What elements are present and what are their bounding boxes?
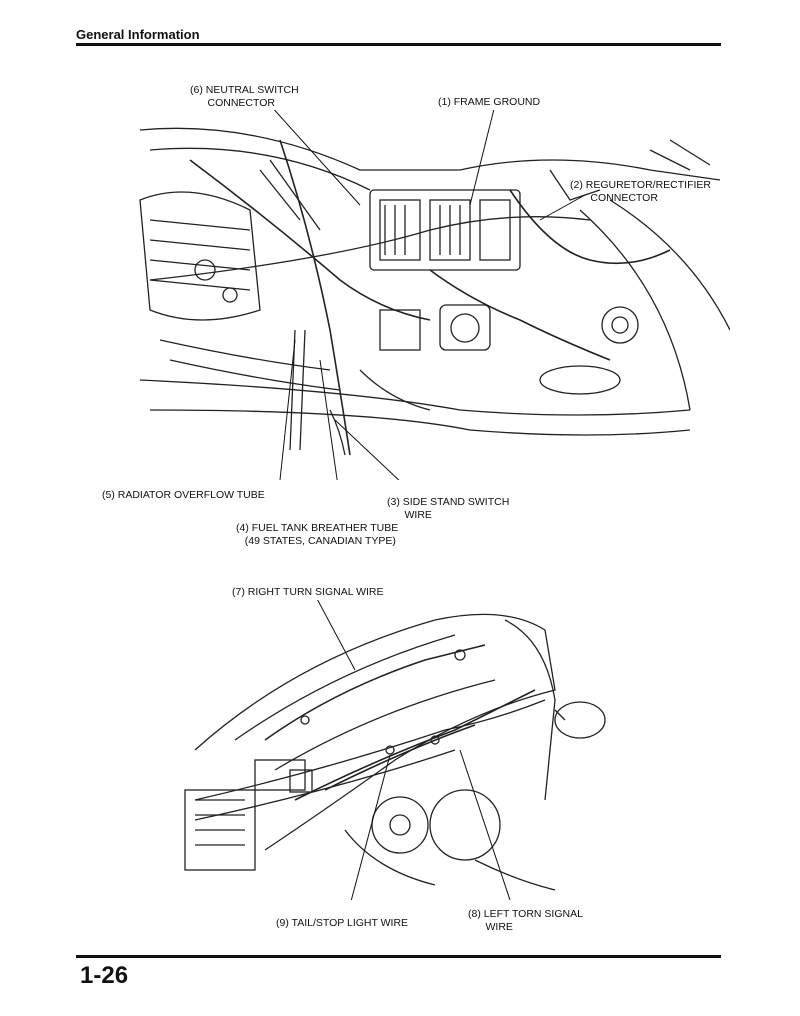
label-fuel-tank-breather-tube: (4) FUEL TANK BREATHER TUBE (49 STATES, … bbox=[236, 522, 399, 547]
label-frame-ground: (1) FRAME GROUND bbox=[438, 96, 541, 108]
label-right-turn-signal-wire: (7) RIGHT TURN SIGNAL WIRE bbox=[232, 586, 384, 598]
wiring-routing-diagram-bottom bbox=[175, 600, 625, 900]
engine-frame-illustration bbox=[139, 110, 730, 480]
page-number: 1-26 bbox=[80, 962, 129, 989]
footer-rule bbox=[76, 955, 721, 958]
label-regulator-rectifier-connector: (2) REGURETOR/RECTIFIER CONNECTOR bbox=[570, 179, 711, 204]
rear-frame-illustration bbox=[184, 600, 606, 900]
wiring-routing-diagram-top bbox=[130, 110, 730, 480]
label-radiator-overflow-tube: (5) RADIATOR OVERFLOW TUBE bbox=[102, 489, 265, 501]
label-tail-stop-light-wire: (9) TAIL/STOP LIGHT WIRE bbox=[276, 917, 409, 929]
label-side-stand-switch-wire: (3) SIDE STAND SWITCH WIRE bbox=[387, 496, 510, 521]
label-left-turn-signal-wire: (8) LEFT TORN SIGNAL WIRE bbox=[468, 908, 583, 933]
label-neutral-switch-connector: (6) NEUTRAL SWITCH CONNECTOR bbox=[190, 84, 299, 109]
section-header: General Information bbox=[76, 27, 200, 42]
header-rule bbox=[76, 43, 721, 46]
